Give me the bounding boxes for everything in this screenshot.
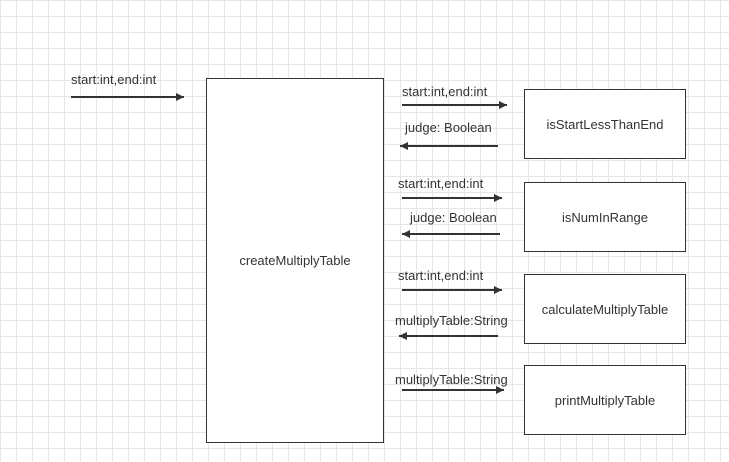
calculate-multiply-table-box[interactable]: calculateMultiplyTable [524, 274, 686, 344]
print-multiply-table-box[interactable]: printMultiplyTable [524, 365, 686, 435]
row-2-in-label: judge: Boolean [410, 210, 497, 225]
is-num-in-range-box[interactable]: isNumInRange [524, 182, 686, 252]
row-3-out-label: start:int,end:int [398, 268, 484, 283]
is-num-in-range-label: isNumInRange [562, 209, 648, 225]
create-multiply-table-box[interactable]: createMultiplyTable [206, 78, 384, 443]
row-1-out-label: start:int,end:int [402, 84, 488, 99]
print-multiply-table-label: printMultiplyTable [554, 392, 656, 408]
row-4-out-label: multiplyTable:String [395, 372, 508, 387]
calculate-multiply-table-label: calculateMultiplyTable [541, 301, 669, 317]
is-start-less-than-end-label: isStartLessThanEnd [546, 116, 664, 132]
input-label: start:int,end:int [71, 72, 157, 87]
is-start-less-than-end-box[interactable]: isStartLessThanEnd [524, 89, 686, 159]
row-1-in-label: judge: Boolean [405, 120, 492, 135]
row-3-in-label: multiplyTable:String [395, 313, 508, 328]
create-multiply-table-label: createMultiplyTable [239, 253, 351, 268]
row-2-out-label: start:int,end:int [398, 176, 484, 191]
